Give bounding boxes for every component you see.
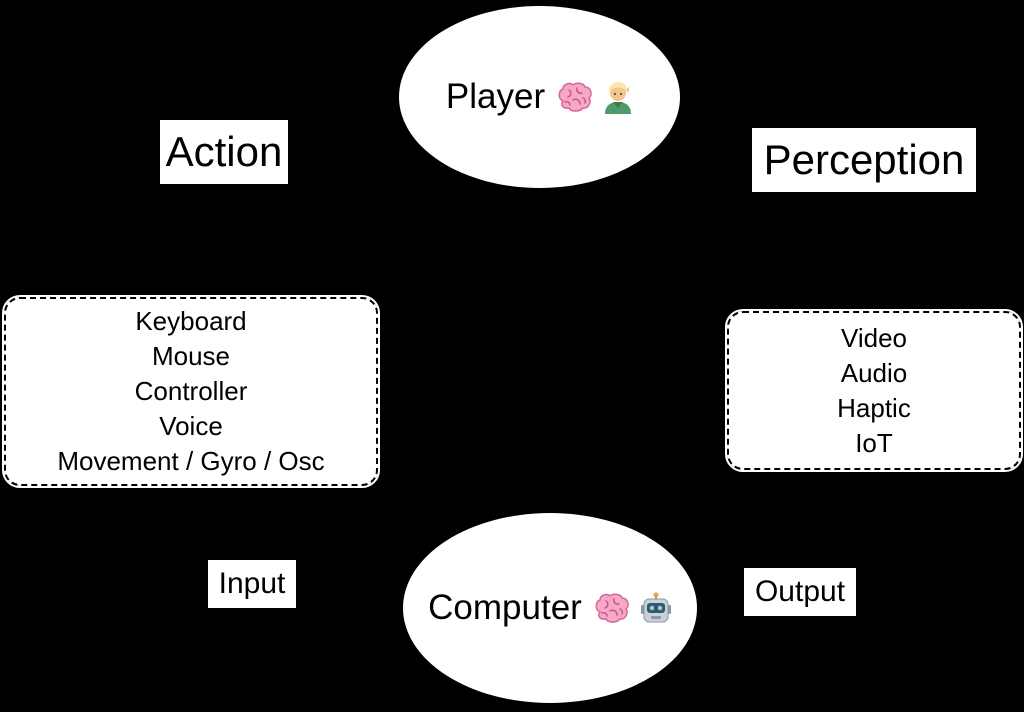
brain-icon (595, 593, 629, 623)
brain-icon (558, 82, 592, 112)
input-device-item: Mouse (151, 341, 231, 371)
computer-label: Computer (428, 588, 582, 627)
input-label: Input (208, 560, 296, 608)
computer-emojis (594, 592, 672, 624)
person-icon (605, 82, 632, 114)
input-device-item: Controller (134, 376, 248, 406)
input-devices-box: Keyboard Mouse Controller Voice Movement… (2, 295, 380, 488)
output-label: Output (744, 568, 856, 616)
input-device-item: Voice (159, 411, 223, 441)
player-label: Player (445, 77, 546, 116)
robot-icon (640, 592, 671, 623)
output-channel-item: IoT (855, 427, 893, 458)
computer-node: Computer (403, 513, 697, 703)
input-device-item: Movement / Gyro / Osc (57, 446, 325, 476)
action-label: Action (160, 120, 288, 184)
output-channels-box: Video Audio Haptic IoT (725, 309, 1023, 472)
perception-label: Perception (752, 128, 976, 192)
output-channel-item: Audio (840, 357, 908, 388)
input-device-item: Keyboard (135, 306, 247, 336)
player-emojis (557, 80, 633, 114)
player-node: Player (399, 6, 680, 188)
output-channel-item: Haptic (837, 392, 911, 423)
output-channel-item: Video (840, 322, 908, 353)
